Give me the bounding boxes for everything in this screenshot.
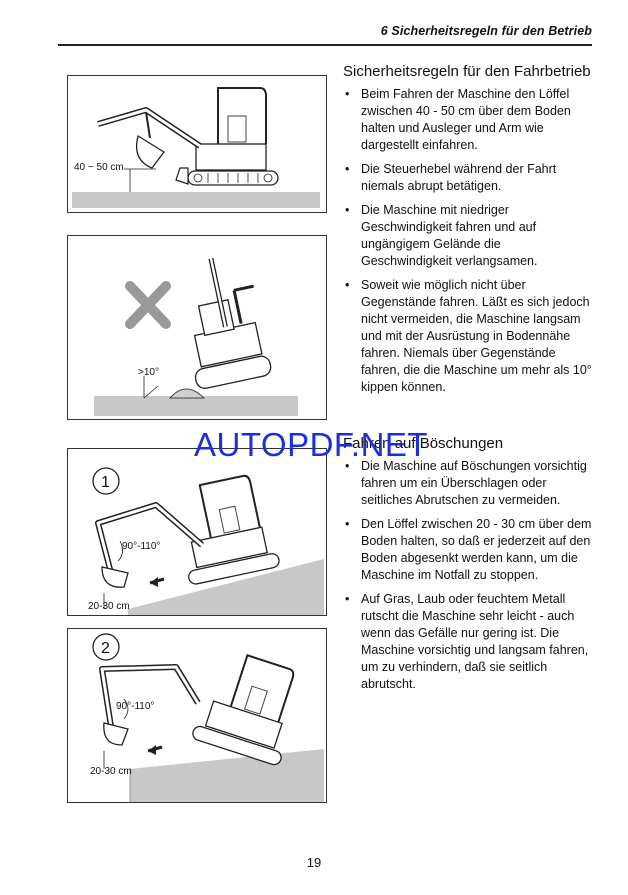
- list-item: Soweit wie möglich nicht über Gegenständ…: [343, 277, 595, 396]
- bullet-list: Die Maschine auf Böschungen vorsichtig f…: [343, 458, 595, 693]
- slope-ground: [128, 559, 324, 615]
- seat: [227, 115, 247, 143]
- figure-slope-forward: 1 90°-110° 20-30 cm: [67, 448, 327, 616]
- figure-number: 2: [101, 640, 110, 657]
- bucket: [135, 134, 165, 169]
- height-label: 20-30 cm: [88, 601, 130, 612]
- figure-tilt-warning: >10°: [67, 235, 327, 420]
- tilt-angle-label: >10°: [138, 367, 159, 378]
- prohibited-icon: [125, 281, 171, 329]
- figure-travel-posture: 40 ~ 50 cm: [67, 75, 327, 213]
- track: [187, 170, 279, 186]
- obstacle: [168, 388, 206, 399]
- tilted-excavator: [193, 257, 272, 389]
- excavator-tilt-illustration: >10°: [94, 257, 298, 416]
- figure-number-badge: [92, 467, 120, 495]
- page-number: 19: [306, 855, 322, 870]
- cab-frame: [217, 87, 267, 144]
- angle-label: 90°-110°: [122, 541, 160, 552]
- ground: [72, 192, 320, 208]
- slope-ground: [130, 749, 324, 802]
- upper-body: [195, 143, 267, 171]
- section-travel-rules: Sicherheitsregeln für den Fahrbetrieb Be…: [343, 62, 595, 403]
- watermark: AUTOPDF.NET: [194, 426, 429, 463]
- excavator-slope-illustration-1: 1 90°-110° 20-30 cm: [88, 467, 324, 615]
- list-item: Die Maschine mit niedriger Geschwindigke…: [343, 202, 595, 270]
- bucket: [103, 722, 129, 746]
- height-label: 20-30 cm: [90, 766, 132, 777]
- ground: [94, 396, 298, 416]
- section-slope-driving: Fahren auf Böschungen Die Maschine auf B…: [343, 434, 595, 700]
- figure-number-badge: [92, 633, 120, 661]
- bucket: [101, 566, 129, 588]
- bullet-list: Beim Fahren der Maschine den Löffel zwis…: [343, 86, 595, 396]
- chapter-header: 6 Sicherheitsregeln für den Betrieb: [380, 24, 592, 38]
- excavator-travel-illustration: 40 ~ 50 cm: [72, 87, 320, 208]
- blade: [175, 167, 189, 185]
- list-item: Die Steuerhebel während der Fahrt niemal…: [343, 161, 595, 195]
- excavator-slope-illustration-2: 2 90°-110° 20-30 cm: [90, 633, 324, 802]
- angle-label: 90°-110°: [116, 701, 154, 712]
- section-title: Fahren auf Böschungen: [343, 435, 504, 452]
- figure-number: 1: [101, 474, 110, 491]
- list-item: Den Löffel zwischen 20 - 30 cm über dem …: [343, 516, 595, 584]
- excavator-on-slope: [192, 654, 295, 766]
- list-item: Beim Fahren der Maschine den Löffel zwis…: [343, 86, 595, 154]
- header-rule: [58, 44, 592, 46]
- figure-slope-reverse: 2 90°-110° 20-30 cm: [67, 628, 327, 803]
- height-label: 40 ~ 50 cm: [74, 162, 124, 173]
- excavator-on-slope: [188, 474, 280, 585]
- section-title: Sicherheitsregeln für den Fahrbetrieb: [343, 63, 591, 80]
- list-item: Die Maschine auf Böschungen vorsichtig f…: [343, 458, 595, 509]
- list-item: Auf Gras, Laub oder feuchtem Metall ruts…: [343, 591, 595, 693]
